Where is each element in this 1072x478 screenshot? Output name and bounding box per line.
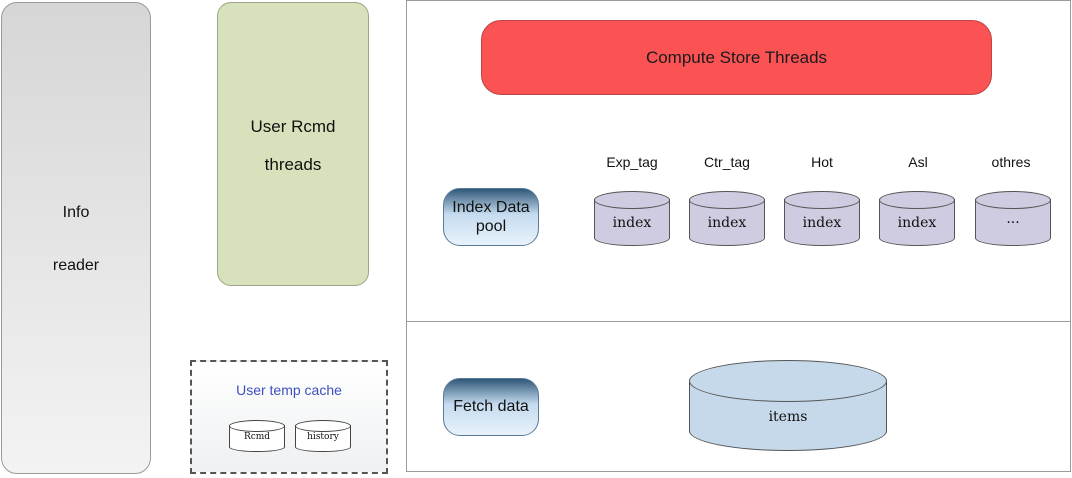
rcmd-store-label: Rcmd: [243, 432, 271, 442]
index-data-pool-label-line1: Index Data: [452, 199, 530, 216]
history-store-cylinder: history: [295, 420, 351, 456]
ctr-tag-index-label: index: [707, 215, 747, 231]
rcmd-store-cylinder: Rcmd: [229, 420, 285, 456]
othres-index-label: ···: [1006, 215, 1020, 231]
items-store-cylinder: items: [689, 360, 887, 454]
items-store-label: items: [768, 409, 808, 425]
compute-store-threads-box: Compute Store Threads: [481, 20, 992, 95]
othres-index-cylinder: ···: [975, 191, 1051, 249]
info-reader-label-line2: reader: [52, 257, 100, 274]
column-label-othres: othres: [991, 154, 1031, 170]
info-reader-box: Info reader: [1, 2, 151, 474]
exp-tag-index-label: index: [612, 215, 652, 231]
user-temp-cache-title: User temp cache: [236, 382, 342, 398]
panel-divider: [406, 321, 1071, 322]
user-rcmd-label-line2: threads: [264, 155, 322, 174]
column-label-hot: Hot: [811, 154, 833, 170]
hot-index-label: index: [802, 215, 842, 231]
index-data-pool-label-line2: pool: [475, 218, 507, 235]
index-data-pool-pill: Index Data pool: [443, 188, 539, 246]
exp-tag-index-cylinder: index: [594, 191, 670, 249]
asl-index-cylinder: index: [879, 191, 955, 249]
asl-index-label: index: [897, 215, 937, 231]
column-label-ctr-tag: Ctr_tag: [704, 154, 750, 170]
fetch-data-label: Fetch data: [453, 398, 529, 415]
column-label-exp-tag: Exp_tag: [606, 154, 658, 170]
user-temp-cache-box: User temp cache Rcmd history: [190, 360, 388, 474]
ctr-tag-index-cylinder: index: [689, 191, 765, 249]
main-panel: [406, 0, 1071, 472]
info-reader-label-line1: Info: [62, 204, 90, 221]
user-rcmd-label-line1: User Rcmd: [250, 117, 336, 136]
user-rcmd-threads-box: User Rcmd threads: [217, 2, 369, 286]
fetch-data-pill: Fetch data: [443, 378, 539, 436]
history-store-label: history: [307, 432, 339, 442]
compute-store-threads-label: Compute Store Threads: [645, 48, 828, 67]
hot-index-cylinder: index: [784, 191, 860, 249]
column-label-asl: Asl: [908, 154, 928, 170]
